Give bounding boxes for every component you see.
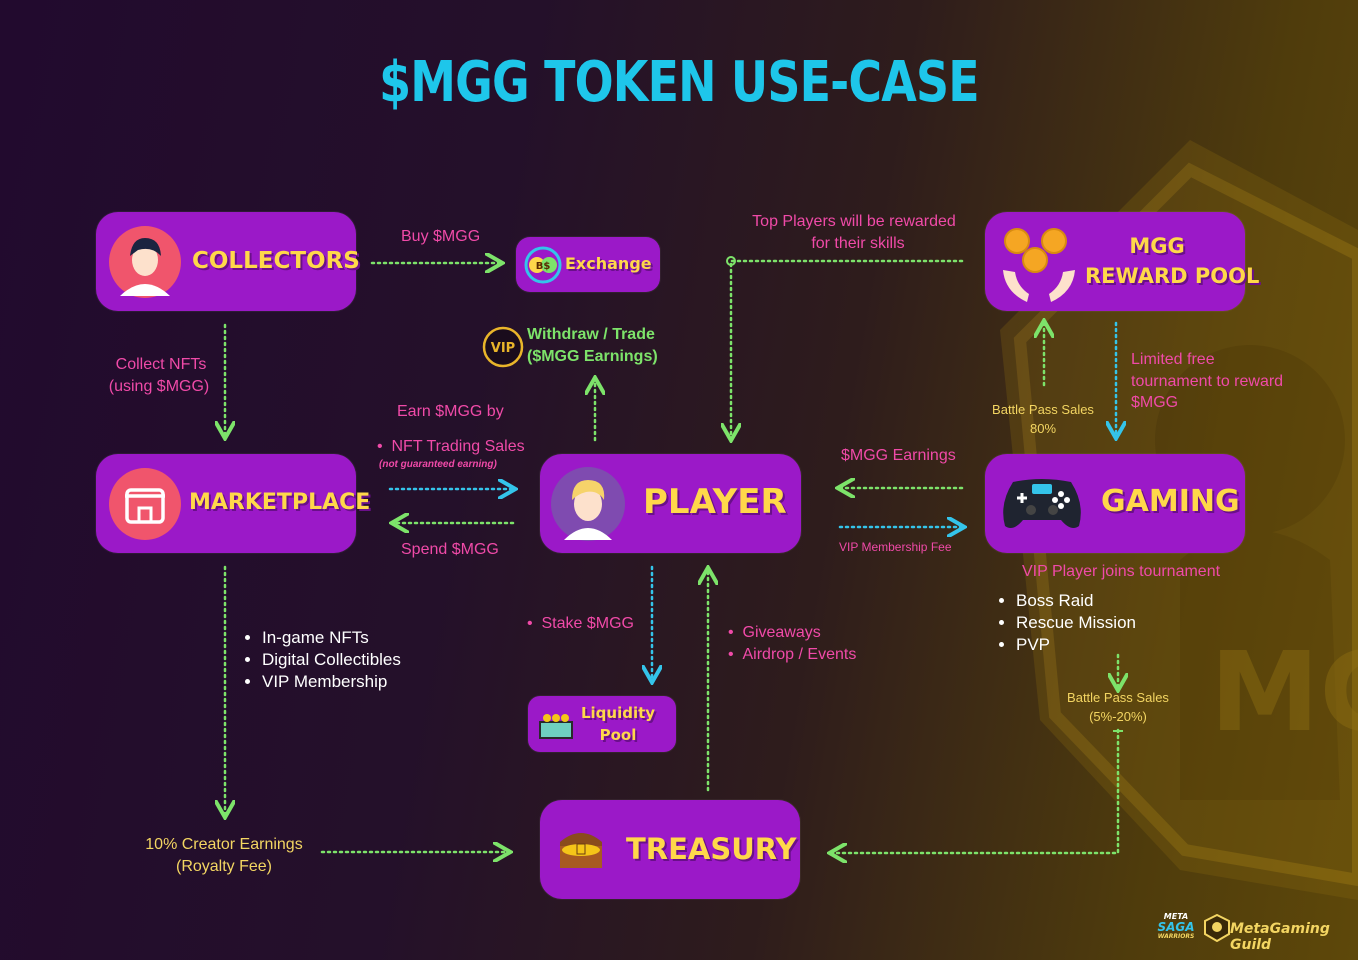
exchange-icon: B$: [524, 246, 562, 284]
collector-avatar-icon: [109, 226, 181, 298]
gaming-label: GAMING: [1101, 484, 1240, 519]
label-withdraw-line1: Withdraw / Trade: [527, 326, 655, 343]
arrow-rewardpool-player: [731, 259, 964, 438]
label-limited-line3: $MGG: [1131, 394, 1179, 411]
gaming-mode-item: Boss Raid: [1016, 590, 1136, 612]
gaming-mode-item: Rescue Mission: [1016, 612, 1136, 634]
reward-pool-label-line2: REWARD POOL: [1085, 264, 1260, 288]
exchange-label: Exchange: [565, 254, 652, 273]
meta-saga-warriors-logo: META SAGA WARRIORS: [1152, 912, 1200, 942]
liquidity-crate-icon: [539, 714, 573, 739]
label-top-players-line1: Top Players will be rewarded: [752, 213, 956, 230]
treasury-node: TREASURY: [540, 800, 800, 899]
treasury-label: TREASURY: [626, 832, 797, 866]
emblem-text: MGG: [1210, 628, 1358, 756]
label-stake: Stake $MGG: [541, 615, 634, 632]
bullet-giveaways: • Giveaways: [728, 624, 821, 641]
meta-saga-line1: META: [1163, 912, 1189, 921]
collectors-label: COLLECTORS: [192, 248, 360, 274]
liquidity-label-line1: Liquidity: [580, 704, 656, 722]
vip-badge-icon: VIP: [482, 326, 524, 368]
player-label: PLAYER: [643, 482, 787, 522]
collectors-node: COLLECTORS: [96, 212, 360, 311]
label-giveaways: Giveaways: [742, 624, 821, 641]
label-earn-by: Earn $MGG by: [397, 403, 504, 420]
marketplace-items-list: In-game NFTs Digital Collectibles VIP Me…: [244, 627, 401, 693]
marketplace-node: MARKETPLACE: [96, 454, 370, 553]
label-airdrop: Airdrop / Events: [742, 646, 857, 663]
game-controller-icon: [1003, 479, 1081, 528]
metagaming-guild-mascot-icon: [1204, 914, 1230, 942]
gaming-node: GAMING: [985, 454, 1245, 553]
marketplace-item: In-game NFTs: [262, 627, 401, 649]
label-withdraw-line2: ($MGG Earnings): [527, 348, 658, 365]
label-nft-trading: NFT Trading Sales: [391, 438, 525, 455]
reward-pool-label-line1: MGG: [1129, 234, 1185, 258]
label-collect-line1: Collect NFTs: [115, 356, 207, 373]
page-title: $MGG TOKEN USE-CASE: [379, 50, 979, 115]
label-spend-mgg: Spend $MGG: [401, 541, 499, 558]
arrow-battlepass-treasury: [832, 728, 1120, 853]
liquidity-label-line2: Pool: [599, 726, 637, 744]
label-collect-line2: (using $MGG): [108, 378, 210, 395]
label-limited-line1: Limited free: [1131, 351, 1215, 368]
gaming-mode-item: PVP: [1016, 634, 1136, 656]
player-avatar-icon: [551, 467, 625, 541]
gaming-modes-list: Boss Raid Rescue Mission PVP: [998, 590, 1136, 656]
label-mgg-earnings: $MGG Earnings: [841, 447, 956, 464]
exchange-node: B$ Exchange: [516, 237, 660, 292]
junction-dot: [726, 256, 736, 266]
marketplace-item: VIP Membership: [262, 671, 401, 693]
meta-saga-line2: SAGA: [1157, 920, 1195, 934]
treasure-chest-icon: [560, 833, 602, 868]
label-creator-line1: 10% Creator Earnings: [145, 836, 303, 853]
metagaming-guild-logo: MetaGaming Guild: [1230, 921, 1330, 953]
label-battle-pass-520-line2: (5%-20%): [1089, 709, 1147, 724]
label-creator-line2: (Royalty Fee): [175, 858, 273, 875]
store-icon: [109, 468, 181, 540]
bullet-nft-trading: • NFT Trading Sales: [377, 438, 525, 455]
label-buy-mgg: Buy $MGG: [401, 228, 481, 245]
player-node: PLAYER: [540, 454, 801, 553]
bullet-stake: • Stake $MGG: [527, 615, 634, 632]
liquidity-pool-node: Liquidity Pool: [528, 696, 676, 752]
marketplace-label: MARKETPLACE: [189, 490, 371, 515]
exchange-coin-symbols: B$: [536, 261, 551, 272]
reward-hands-coins-icon: [1003, 228, 1075, 302]
label-vip-joins: VIP Player joins tournament: [1022, 563, 1221, 580]
vip-badge-text: VIP: [491, 341, 515, 356]
label-battle-pass-80-line1: Battle Pass Sales: [992, 402, 1094, 417]
label-battle-pass-80-line2: 80%: [1029, 421, 1057, 436]
label-limited-line2: tournament to reward: [1131, 373, 1284, 390]
label-top-players-line2: for their skills: [811, 235, 905, 252]
label-battle-pass-520-line1: Battle Pass Sales: [1067, 690, 1169, 705]
marketplace-item: Digital Collectibles: [262, 649, 401, 671]
meta-saga-line3: WARRIORS: [1157, 933, 1195, 940]
label-not-guaranteed: (not guaranteed earning): [379, 459, 497, 470]
label-vip-fee: VIP Membership Fee: [839, 540, 952, 554]
bullet-airdrop: • Airdrop / Events: [728, 646, 857, 663]
reward-pool-node: MGG REWARD POOL: [985, 212, 1260, 311]
